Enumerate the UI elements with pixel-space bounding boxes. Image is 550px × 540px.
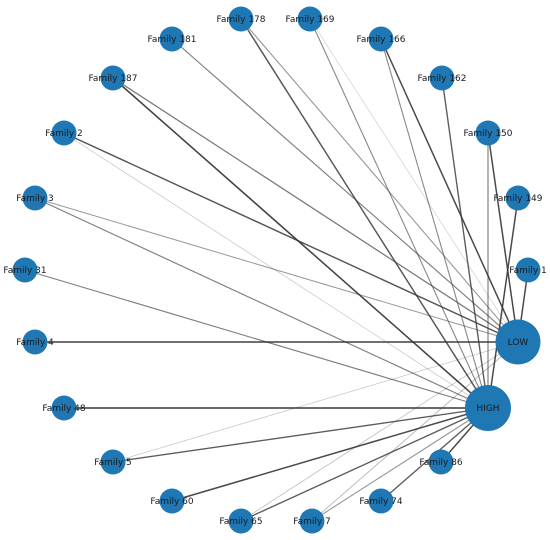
- edge-f7-high: [311, 407, 489, 522]
- edge-f65-high: [240, 407, 489, 522]
- node-f7: [299, 508, 325, 534]
- node-f74: [368, 488, 394, 514]
- node-f162: [429, 65, 455, 91]
- node-label-f150: Family 150: [464, 129, 513, 139]
- hub-node-high: [465, 385, 511, 431]
- edge-layer: [24, 18, 529, 522]
- edge-f60-high: [171, 407, 489, 502]
- edge-f5-high: [112, 407, 489, 463]
- node-layer: [12, 6, 541, 534]
- hub-label-low: LOW: [508, 338, 529, 348]
- edge-f149-high: [487, 197, 519, 409]
- node-label-f149: Family 149: [494, 194, 543, 204]
- node-f178: [228, 6, 254, 32]
- edge-f178-high: [240, 18, 489, 409]
- node-label-f4: Family 4: [16, 338, 54, 348]
- node-f86: [428, 449, 454, 475]
- edge-f178-low: [240, 18, 519, 343]
- edge-f31-high: [24, 269, 489, 409]
- edge-f169-high: [309, 18, 489, 409]
- node-f181: [159, 26, 185, 52]
- node-label-f178: Family 178: [217, 15, 266, 25]
- edge-f5-low: [112, 341, 519, 463]
- node-label-f1: Family 1: [509, 266, 547, 276]
- edge-f150-low: [487, 132, 519, 343]
- node-f187: [100, 65, 126, 91]
- node-label-f166: Family 166: [357, 35, 406, 45]
- node-f2: [51, 120, 77, 146]
- node-label-f48: Family 48: [42, 404, 86, 414]
- node-label-f2: Family 2: [45, 129, 83, 139]
- edge-f169-low: [309, 18, 519, 343]
- edge-f3-high: [34, 197, 489, 409]
- node-f65: [228, 508, 254, 534]
- node-f1: [515, 257, 541, 283]
- node-label-f169: Family 169: [286, 15, 335, 25]
- node-label-f86: Family 86: [419, 458, 463, 468]
- edge-f162-high: [441, 77, 489, 409]
- edge-f3-low: [34, 197, 519, 343]
- hub-node-low: [495, 319, 541, 365]
- node-label-f7: Family 7: [293, 517, 331, 527]
- node-f169: [297, 6, 323, 32]
- node-f60: [159, 488, 185, 514]
- node-f31: [12, 257, 38, 283]
- edge-f2-high: [63, 132, 489, 409]
- edge-f166-low: [380, 38, 519, 343]
- node-f149: [505, 185, 531, 211]
- node-label-f5: Family 5: [94, 458, 132, 468]
- edge-f187-low: [112, 77, 519, 343]
- node-f3: [22, 185, 48, 211]
- node-f4: [22, 329, 48, 355]
- edge-f181-low: [171, 38, 519, 343]
- edge-f187-high: [112, 77, 489, 409]
- node-label-f3: Family 3: [16, 194, 54, 204]
- node-label-f187: Family 187: [89, 74, 138, 84]
- node-f48: [51, 395, 77, 421]
- node-f150: [475, 120, 501, 146]
- edge-f7-low: [311, 341, 519, 522]
- node-label-f181: Family 181: [148, 35, 197, 45]
- node-f166: [368, 26, 394, 52]
- node-f5: [100, 449, 126, 475]
- node-label-f74: Family 74: [359, 497, 403, 507]
- hub-label-high: HIGH: [476, 404, 499, 414]
- node-label-f65: Family 65: [219, 517, 262, 527]
- node-label-f60: Family 60: [150, 497, 194, 507]
- edge-f2-low: [63, 132, 519, 343]
- edge-f65-low: [240, 341, 519, 522]
- node-label-f31: Family 31: [3, 266, 46, 276]
- edge-f166-high: [380, 38, 489, 409]
- node-label-f162: Family 162: [418, 74, 467, 84]
